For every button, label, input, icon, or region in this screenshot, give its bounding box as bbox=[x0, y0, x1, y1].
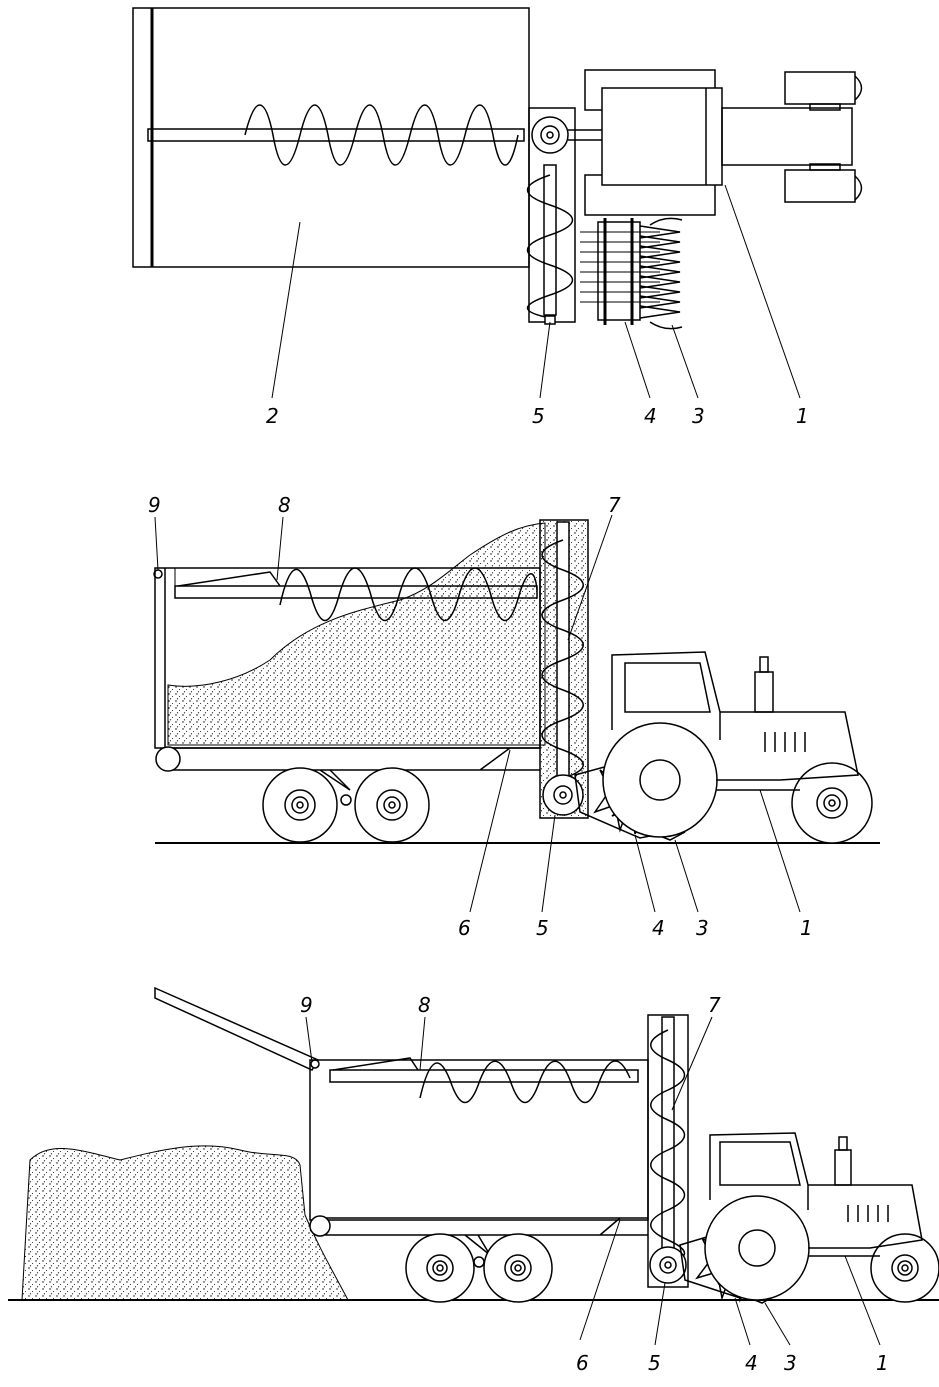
top-auger-side bbox=[174, 567, 538, 622]
vertical-loader-side bbox=[539, 519, 589, 819]
hopper-body bbox=[132, 7, 530, 268]
label-1-side1: 1 bbox=[800, 916, 813, 940]
trailer-wheels-side bbox=[262, 767, 430, 843]
label-4-side1: 4 bbox=[652, 916, 665, 940]
label-5-side1: 5 bbox=[536, 916, 549, 940]
label-9-side2: 9 bbox=[300, 993, 313, 1017]
label-4-top: 4 bbox=[644, 404, 657, 428]
label-4-side2: 4 bbox=[745, 1351, 758, 1375]
top-auger-side2 bbox=[329, 1057, 639, 1103]
label-5-top: 5 bbox=[532, 404, 545, 428]
horizontal-auger-top bbox=[147, 104, 525, 166]
label-8-side1: 8 bbox=[278, 493, 291, 517]
label-9-side1: 9 bbox=[148, 493, 161, 517]
material-load bbox=[167, 522, 546, 746]
label-3-top: 3 bbox=[692, 404, 705, 428]
top-view: 2 5 4 3 1 bbox=[132, 7, 863, 428]
tractor-top bbox=[584, 69, 863, 216]
side-view-unloading: 9 8 7 6 5 4 3 1 bbox=[8, 986, 939, 1375]
tractor-side2 bbox=[704, 1132, 939, 1303]
label-6-side1: 6 bbox=[458, 916, 471, 940]
label-6-side2: 6 bbox=[576, 1351, 589, 1375]
trailer-wheels-side2 bbox=[405, 1233, 553, 1303]
tractor-side bbox=[602, 651, 873, 844]
label-7-side2: 7 bbox=[708, 993, 721, 1017]
label-1-side2: 1 bbox=[876, 1351, 889, 1375]
vertical-loader-side2 bbox=[647, 1014, 689, 1288]
label-1-top: 1 bbox=[796, 404, 809, 428]
label-3-side1: 3 bbox=[696, 916, 709, 940]
label-3-side2: 3 bbox=[784, 1351, 797, 1375]
cutter-drum-top bbox=[580, 217, 683, 330]
vertical-auger-top bbox=[527, 164, 573, 325]
label-8-side2: 8 bbox=[418, 993, 431, 1017]
side-view-loading: 9 8 7 6 5 4 3 1 bbox=[148, 493, 880, 940]
material-pile bbox=[21, 1145, 349, 1301]
label-5-side2: 5 bbox=[648, 1351, 661, 1375]
label-7-side1: 7 bbox=[608, 493, 621, 517]
label-2-top: 2 bbox=[266, 404, 279, 428]
